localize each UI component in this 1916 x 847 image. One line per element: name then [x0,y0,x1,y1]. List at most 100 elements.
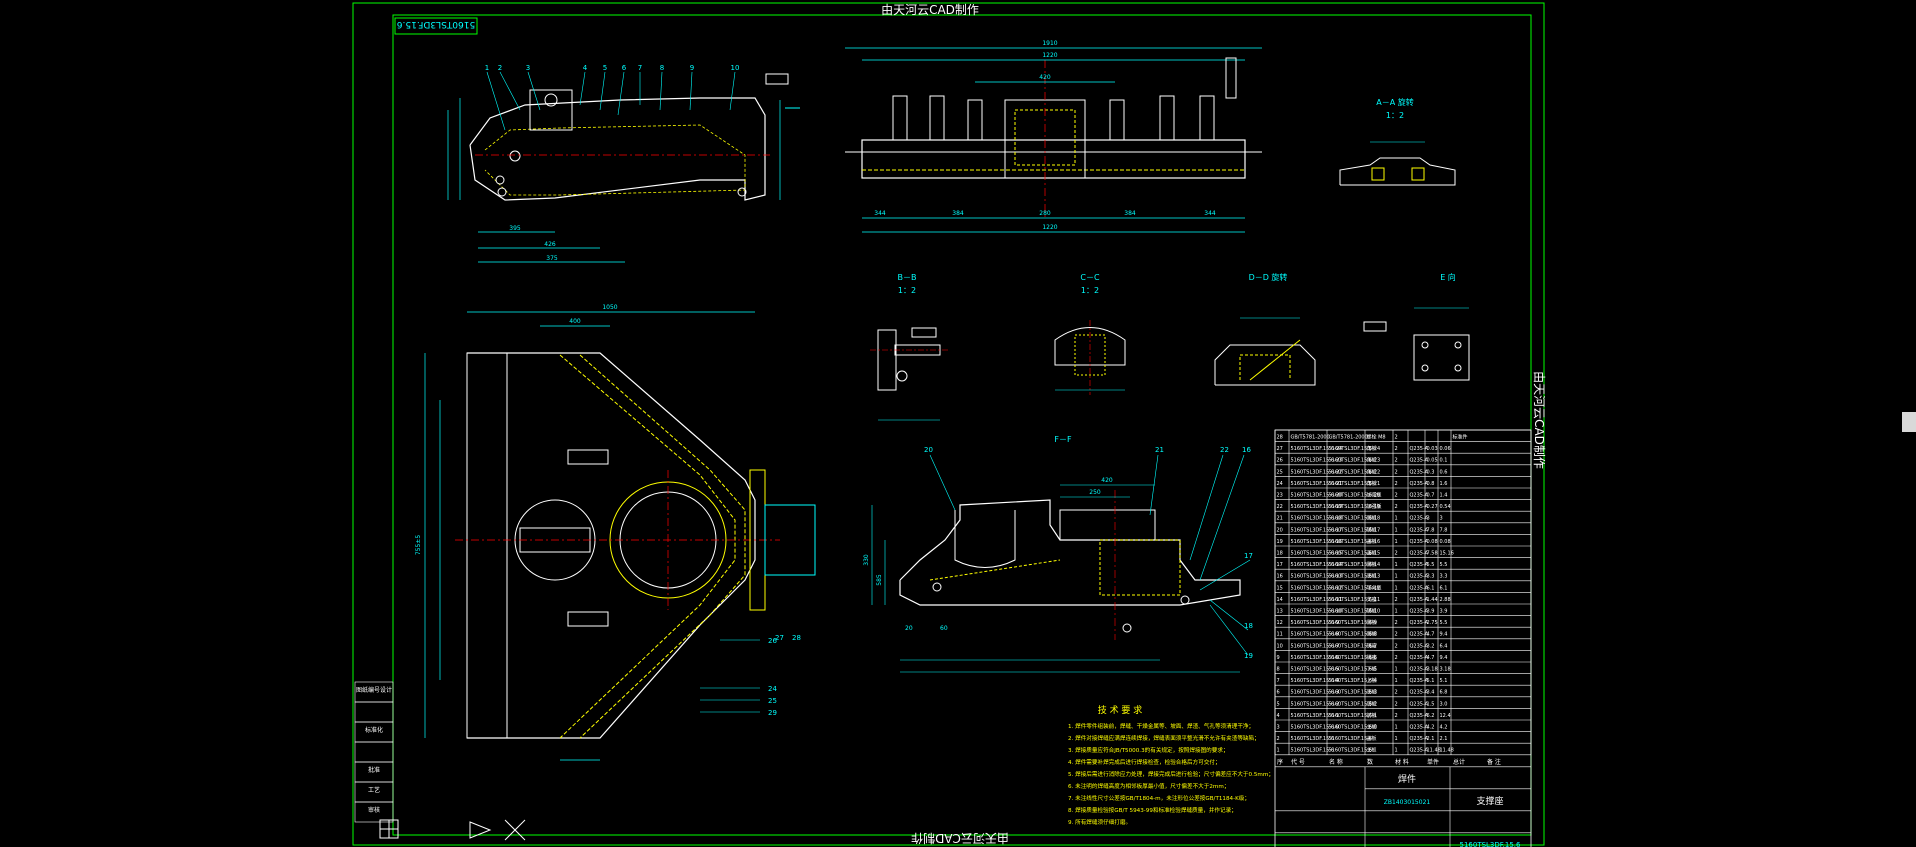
bom-cell: 4 [1277,713,1280,719]
bom-cell: 2 [1395,620,1398,626]
bom-cell: 24 [1277,481,1283,487]
bom-cell: 2.1 [1427,736,1435,742]
bom-cell: 5160TSL3DF.15.6-2 [1329,701,1378,707]
section-aa-hatch-2 [1411,167,1425,181]
front-b2: 384 [952,210,964,217]
bom-cell: 5160TSL3DF.15.6-23 [1291,458,1343,464]
front-b1: 344 [874,210,886,217]
bom-cell: 26 [1277,458,1283,464]
bom-cell: 后板 [1367,700,1377,707]
bom-cell: 5160TSL3DF.15.6-6 [1329,655,1378,661]
bom-cell: 7 [1277,678,1280,684]
section-dd-hatch [1239,354,1291,380]
bom-cell: 0.3 [1427,469,1435,475]
bom-cell: 侧板 [1367,561,1377,568]
side-yellow-inner [484,124,746,196]
bom-cell: 5160TSL3DF.15.6-3 [1291,690,1340,696]
technical-requirements: 技 术 要 求 1. 焊件零件组装前，焊缝、干燥金属等、坡面、焊渣、气孔等须清理… [1068,704,1274,826]
front-b3: 280 [1039,210,1051,217]
bom-cell: 2 [1277,736,1280,742]
bom-cell: 1 [1395,748,1398,754]
bom-cell: 2 [1395,655,1398,661]
section-dd-diag [1249,339,1301,381]
projection-x-2 [504,819,526,841]
bom-cell: 21 [1277,516,1283,522]
balloon-5: 5 [603,64,607,72]
bom-cell: 1 [1395,516,1398,522]
section-ff: F－F 420 250 330 585 20 60 20 [863,435,1253,673]
bom-cell: Q235-A [1410,609,1429,615]
bom-cell: 6.2 [1427,713,1435,719]
bom-cell: 5.5 [1427,562,1435,568]
bom-cell: Q235-A [1410,446,1429,452]
tech-item-8: 8. 焊接质量检验按GB/T 5943-99和标准检验焊缝质量，并作记录； [1068,806,1237,814]
bom-cell: 侧板 [1367,619,1377,626]
side-title: 由天河云CAD制作 [1532,371,1546,469]
bom-cell: 导向板 [1367,584,1382,591]
title-block-code: 5160TSL3DF.15.6 [1460,841,1522,847]
bom-cell: Q235-A [1410,678,1429,684]
bom-header-cell: 总计 [1453,758,1465,766]
bom-cell: Q235-A [1410,493,1429,499]
plan-dim-top-label: 1050 [602,304,617,311]
side-leaders [486,71,736,131]
bom-cell: Q235-A [1410,458,1429,464]
plan-slot-top [567,449,609,465]
bom-cell: 5160TSL3DF.15.6-13 [1291,574,1343,580]
bom-cell: 2.1 [1440,736,1448,742]
view-e-hole-3 [1421,364,1429,372]
projection-triangle [469,821,492,839]
view-e-plate [1413,334,1470,381]
bom-cell: 5160TSL3DF.15.6-17 [1329,527,1381,533]
ff-hole-1 [932,582,942,592]
bom-cell: 5160TSL3DF.15.6-9 [1329,620,1378,626]
bom-cell: Q235-A [1410,643,1429,649]
bom-cell: 11 [1277,632,1283,638]
tech-item-9: 9. 所有焊缝须仔细打磨。 [1068,818,1131,826]
scrollbar-thumb[interactable] [1902,412,1916,432]
bom-cell: 0.08 [1440,539,1451,545]
bom-cell: 1 [1395,725,1398,731]
bom-cell: 6.1 [1427,585,1435,591]
bom-cell: 3 [1427,516,1430,522]
front-tab-r2 [1159,95,1175,141]
bom-cell: 5160TSL3DF.15.6 [1291,748,1335,754]
ff-outline [899,499,1241,606]
bom-cell: 5160TSL3DF.15.6-0 [1291,725,1340,731]
balloon-29: 29 [768,709,777,717]
bom-cell: 2 [1395,690,1398,696]
bom-cell: 2 [1395,504,1398,510]
view-e-hole-4 [1454,364,1462,372]
bom-cell: 1.44 [1427,597,1438,603]
plan-yellow-2 [579,354,746,739]
side-lifting-lug [529,89,573,131]
bom-cell: 3.9 [1427,609,1435,615]
bom-cell: Q235-A [1410,551,1429,557]
section-dd-title: D－D 旋转 [1249,272,1288,282]
bom-cell: 销座 [1367,642,1377,649]
plan-view: 1050 400 755±5 24 25 29 26 27 28 [415,304,816,761]
bom-cell: 4.7 [1427,632,1435,638]
bom-cell: 5 [1277,701,1280,707]
bom-header-cell: 单件 [1427,758,1439,766]
bom-cell: 11.48 [1427,748,1441,754]
bom-cell: 5160TSL3DF.15.6-19 [1291,504,1343,510]
side-hole-3 [497,187,507,197]
bom-cell: Q235-A [1410,539,1429,545]
balloon-21: 21 [1155,446,1164,454]
bom-cell: 5160TSL3DF.15.6-8 [1291,632,1340,638]
section-dd-shape [1214,344,1316,386]
ff-hole-3 [1180,595,1190,605]
stamp-cell [354,701,394,723]
bom-cell: 5160TSL3DF.15.6-12 [1291,585,1343,591]
bom-cell: 3.18 [1427,667,1438,673]
outer-frame [352,2,1545,846]
bom-cell: 加强板 [1367,492,1382,499]
bom-cell: 3 [1277,725,1280,731]
section-bb-title: B－B [898,273,917,282]
tech-heading: 技 术 要 求 [1098,704,1143,716]
bom-cell: 1 [1395,678,1398,684]
side-dim-label-2: 426 [544,241,556,248]
bom-cell: 4.2 [1427,725,1435,731]
section-cc-title: C－C [1080,273,1100,282]
